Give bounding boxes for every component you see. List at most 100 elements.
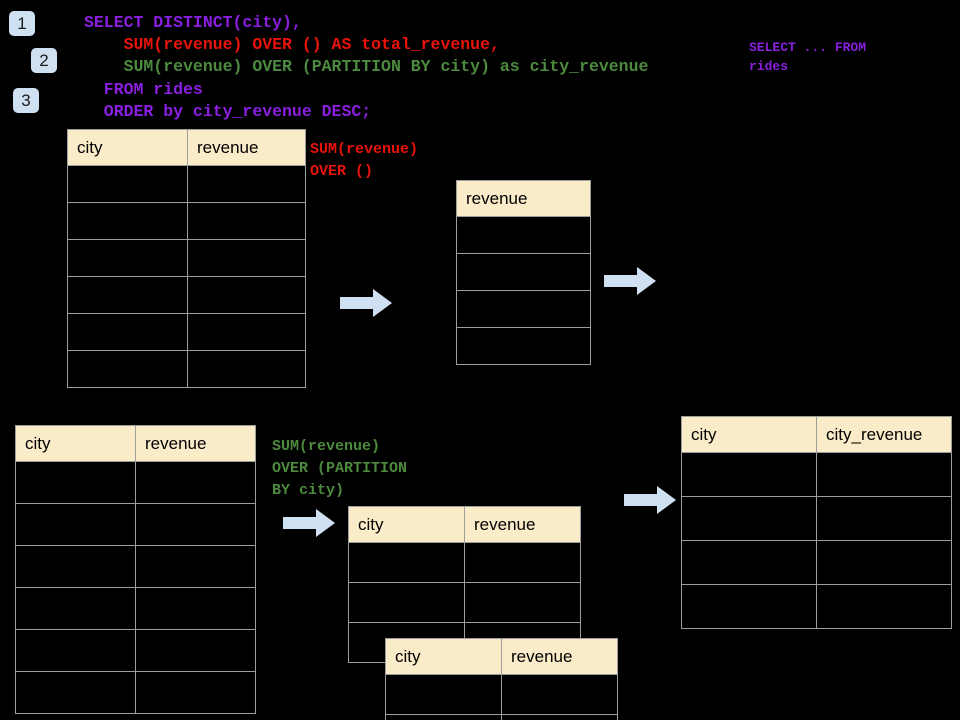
table-cell [15,545,136,588]
right-arrow-icon [340,288,392,318]
table-cell [501,674,618,715]
table-cell [816,540,952,585]
column-header-city-revenue: city_revenue [816,416,952,453]
column-header-revenue: revenue [464,506,581,543]
table-row [385,714,618,720]
table-cell [464,542,581,583]
step-badge-2: 2 [31,48,57,73]
table-cell [187,350,306,388]
table-source-top: city revenue [67,129,306,388]
sql-line-from: FROM rides [84,80,203,99]
table-row [456,253,591,291]
table-cell [67,239,188,277]
table-row [456,327,591,365]
table-cell [67,202,188,240]
table-row [456,290,591,328]
table-cell [681,452,817,497]
sql-line-sum-over-partition: SUM(revenue) OVER (PARTITION BY city) as… [84,57,649,76]
column-header-city: city [385,638,502,675]
table-source-bottom: city revenue [15,425,256,714]
table-row [681,584,952,629]
table-cell [681,584,817,629]
table-row [67,239,306,277]
table-cell [456,290,591,328]
table-cell [135,671,256,714]
table-cell [187,202,306,240]
column-header-city: city [681,416,817,453]
column-header-revenue: revenue [501,638,618,675]
table-header-row: city revenue [67,129,306,166]
right-arrow-icon [283,508,335,538]
table-cell [385,714,502,720]
table-cell [15,503,136,546]
column-header-city: city [348,506,465,543]
sidenote-rides: rides [749,59,789,74]
table-header-row: city revenue [348,506,581,543]
table-cell [187,165,306,203]
right-arrow-icon [604,266,656,296]
sidenote-select-from: SELECT ... FROM [749,40,867,55]
table-cell [681,496,817,541]
table-total-revenue: revenue [456,180,591,365]
table-cell [15,629,136,672]
table-header-row: city revenue [15,425,256,462]
table-cell [67,276,188,314]
table-cell [67,313,188,351]
table-row [348,582,581,623]
table-result: city city_revenue [681,416,952,629]
table-cell [135,587,256,630]
table-cell [135,545,256,588]
table-row [67,165,306,203]
table-row [348,542,581,583]
table-cell [15,671,136,714]
table-row [15,587,256,630]
table-row [15,461,256,504]
column-header-revenue: revenue [187,129,306,166]
table-cell [135,461,256,504]
table-cell [187,239,306,277]
table-row [385,674,618,715]
table-row [67,313,306,351]
sql-line-order-by: ORDER by city_revenue DESC; [84,102,372,121]
step-badge-1: 1 [9,11,35,36]
table-cell [385,674,502,715]
step-badge-3: 3 [13,88,39,113]
table-cell [135,503,256,546]
column-header-revenue: revenue [456,180,591,217]
table-header-row: city revenue [385,638,618,675]
table-cell [456,327,591,365]
table-cell [681,540,817,585]
column-header-city: city [15,425,136,462]
table-cell [15,587,136,630]
table-row [456,216,591,254]
table-partition-b: city revenue [385,638,618,720]
annotation-over-empty: SUM(revenue) OVER () [310,141,419,180]
table-row [67,276,306,314]
table-cell [464,582,581,623]
table-row [15,545,256,588]
table-row [67,202,306,240]
right-arrow-icon [624,485,676,515]
table-cell [501,714,618,720]
table-cell [187,313,306,351]
sql-line-select-distinct: SELECT DISTINCT(city), [84,13,302,32]
table-cell [67,165,188,203]
table-row [681,452,952,497]
sql-line-sum-over-empty: SUM(revenue) OVER () AS total_revenue, [84,35,500,54]
table-row [15,671,256,714]
table-cell [67,350,188,388]
table-cell [348,582,465,623]
table-cell [456,253,591,291]
table-cell [816,584,952,629]
table-cell [187,276,306,314]
table-cell [816,452,952,497]
table-row [15,629,256,672]
table-cell [348,542,465,583]
column-header-revenue: revenue [135,425,256,462]
table-header-row: revenue [456,180,591,217]
table-row [15,503,256,546]
annotation-over-partition: SUM(revenue) OVER (PARTITION BY city) [272,438,408,499]
table-row [67,350,306,388]
table-cell [456,216,591,254]
